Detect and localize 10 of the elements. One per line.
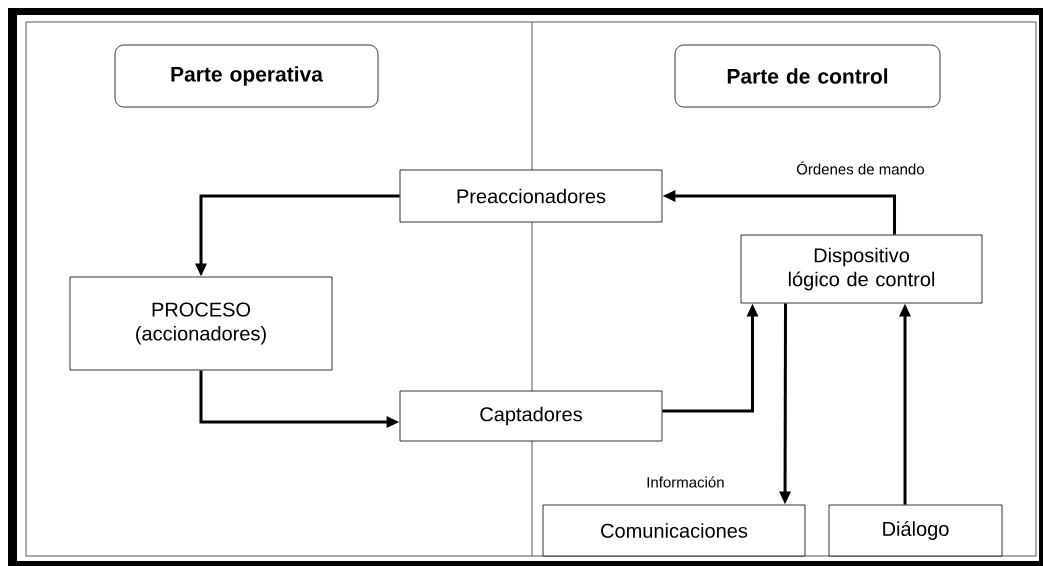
process-box: Diálogo (828, 504, 1003, 557)
process-box: Captadores (399, 390, 663, 442)
heading-box: Parte operativa (114, 44, 379, 108)
process-box: Preaccionadores (399, 169, 663, 223)
process-box: PROCESO (accionadores) (69, 276, 333, 371)
process-box: Comunicaciones (542, 504, 806, 557)
heading-box: Parte de control (674, 44, 941, 108)
edge-label: Información (647, 476, 724, 488)
edge-label: Órdenes de mando (796, 161, 924, 175)
process-box: Dispositivo lógico de control (740, 234, 983, 304)
